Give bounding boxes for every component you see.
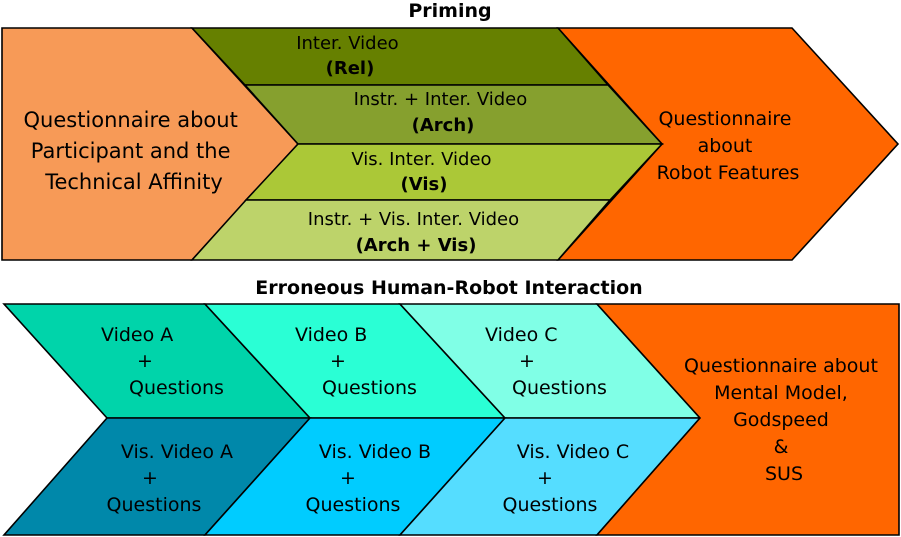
erroneous-title: Erroneous Human-Robot Interaction bbox=[255, 277, 642, 299]
video-arch-vis-label: Instr. + Vis. Inter. Video (Arch + Vis) bbox=[308, 209, 524, 256]
final-questionnaire-label: Questionnaire about Mental Model, Godspe… bbox=[684, 355, 884, 485]
video-arch-label: Instr. + Inter. Video (Arch) bbox=[354, 89, 533, 136]
participant-questionnaire-label: Questionnaire about Participant and the … bbox=[24, 108, 245, 194]
vis-video-c-label: Vis. Video C + Questions bbox=[503, 441, 636, 516]
video-band-arch-vis bbox=[190, 199, 612, 261]
vis-video-a-label: Vis. Video A + Questions bbox=[107, 441, 240, 516]
vis-video-b-label: Vis. Video B + Questions bbox=[306, 441, 438, 516]
robot-features-questionnaire-label: Questionnaire about Robot Features bbox=[657, 108, 800, 184]
video-a-label: Video A + Questions bbox=[101, 324, 224, 399]
video-vis-label: Vis. Inter. Video (Vis) bbox=[351, 149, 496, 195]
priming-title: Priming bbox=[408, 0, 491, 22]
video-rel-label: Inter. Video (Rel) bbox=[296, 33, 404, 79]
video-b-label: Video B + Questions bbox=[295, 324, 417, 399]
video-c-label: Video C + Questions bbox=[485, 324, 607, 399]
final-questionnaire-box bbox=[595, 303, 900, 536]
